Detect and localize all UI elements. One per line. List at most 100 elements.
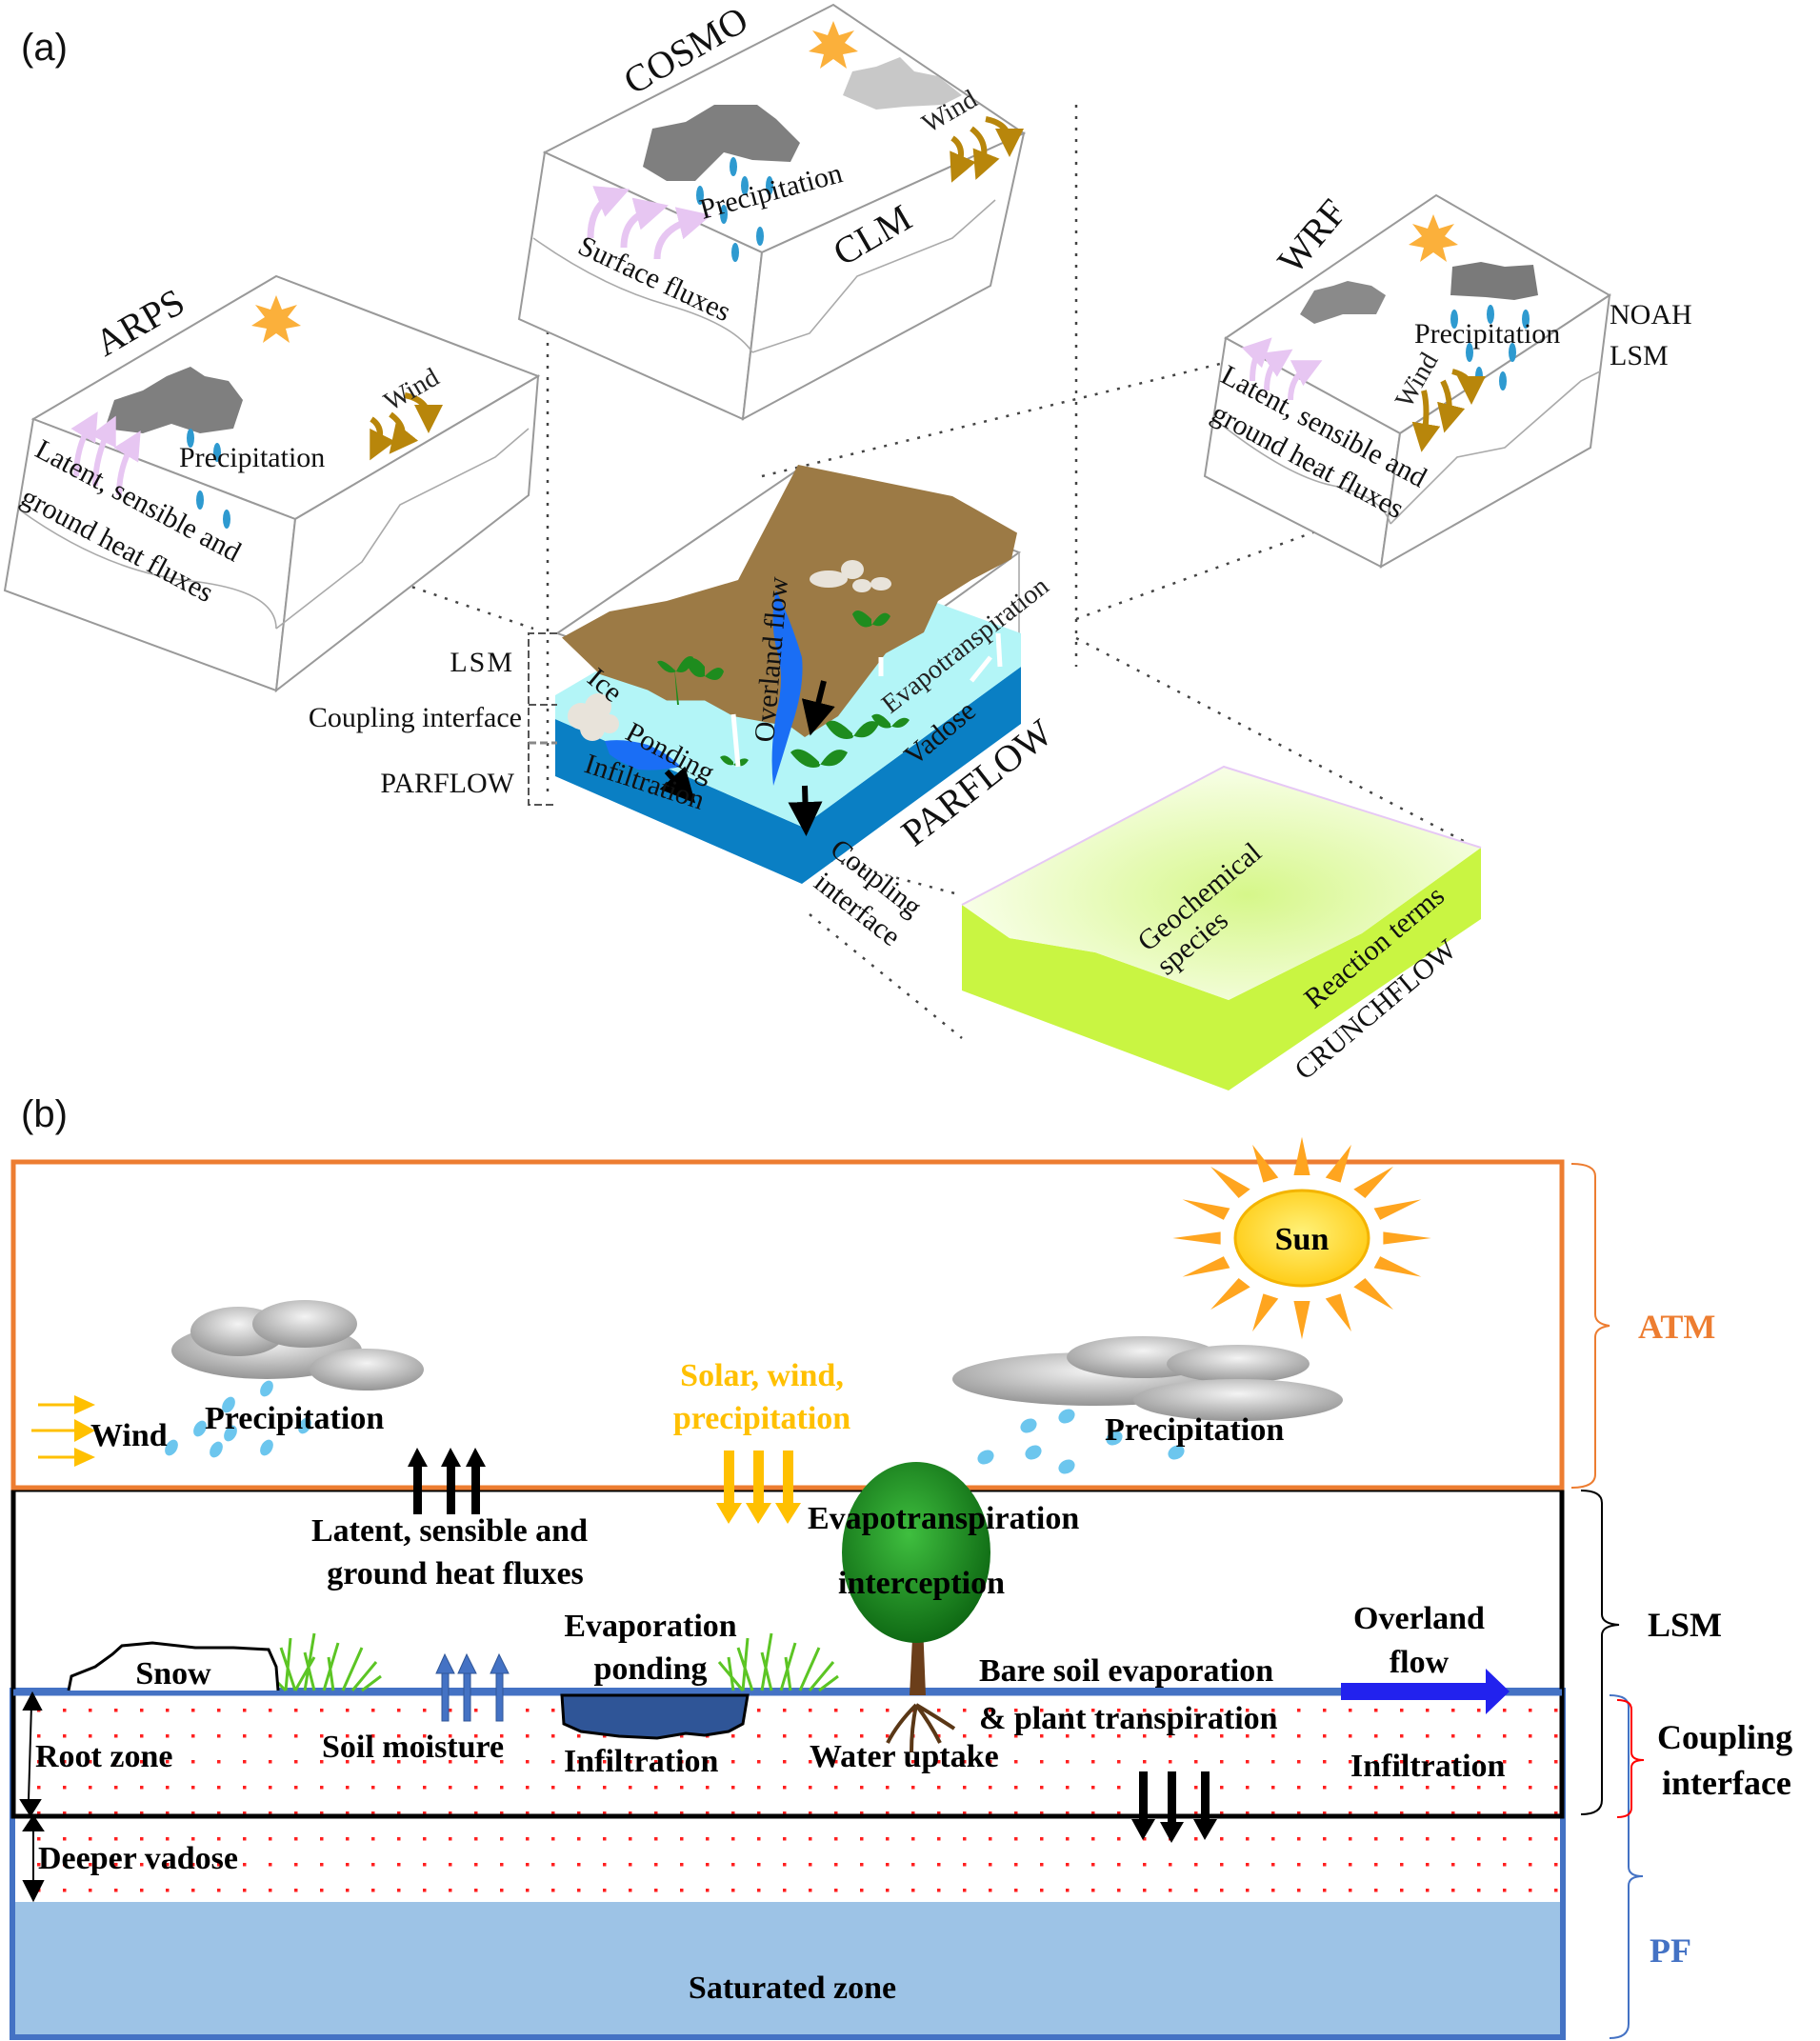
side-label-lsm: LSM	[450, 647, 514, 678]
coupling-label-1: Coupling	[1657, 1718, 1792, 1756]
sun-ray	[1353, 1166, 1393, 1199]
forcing-arrow-icons	[716, 1451, 801, 1524]
saturated-zone-label: Saturated zone	[689, 1971, 896, 2006]
sun-icon	[809, 21, 858, 69]
sun-ray	[1325, 1144, 1351, 1183]
soil-moisture-arrow-icons	[435, 1652, 510, 1722]
raindrop-icons	[696, 157, 773, 262]
raindrop-icons	[187, 429, 230, 529]
sun-ray	[1293, 1300, 1310, 1340]
sun-ray	[1373, 1199, 1422, 1220]
wind-arrow-icons	[950, 116, 1024, 183]
precip-left-label: Precipitation	[205, 1401, 384, 1436]
overland-label-1: Overland	[1353, 1601, 1485, 1636]
cloud-icon	[105, 367, 243, 433]
flux-arrow-icons	[1241, 337, 1323, 401]
wrf-block: WRF NOAH LSM Wind Precipitation Latent, …	[1203, 190, 1692, 569]
root-zone-arrow-icon	[19, 1691, 43, 1817]
cloud-icon	[843, 57, 962, 110]
wrf-land-label-2: LSM	[1610, 340, 1669, 371]
sun-ray	[1353, 1277, 1393, 1311]
interception-label: interception	[838, 1566, 1005, 1601]
sun-ray	[1383, 1231, 1431, 1245]
root-zone-label: Root zone	[35, 1739, 172, 1774]
ponding-icon	[560, 1693, 750, 1740]
cosmo-block: COSMO Wind Precipitation Surface fluxes …	[517, 0, 1027, 421]
ice-icon	[810, 560, 891, 592]
cloud-icon	[643, 105, 800, 181]
infiltration-arrow-icons	[659, 680, 835, 836]
lsm-label: LSM	[1648, 1606, 1722, 1644]
bare-soil-label-2: & plant transpiration	[979, 1701, 1278, 1736]
tree-icon	[842, 1462, 990, 1753]
forcing-label-1: Solar, wind,	[680, 1358, 844, 1393]
wind-arrow-icons	[370, 392, 443, 461]
soil-moisture-label: Soil moisture	[322, 1730, 504, 1765]
water-uptake-label: Water uptake	[810, 1739, 999, 1774]
infiltration-right-label: Infiltration	[1350, 1749, 1506, 1784]
overland-flow-icon	[771, 590, 803, 786]
grass-icon	[255, 1632, 839, 1692]
wrf-land-label-1: NOAH	[1610, 299, 1692, 330]
sun-ray	[1252, 1144, 1279, 1183]
arps-block: ARPS Wind Precipitation Latent, sensible…	[3, 274, 541, 693]
sun-ray	[1373, 1256, 1422, 1277]
evaporation-label-1: Evaporation	[564, 1609, 736, 1644]
side-label-coupling-interface: Coupling interface	[309, 702, 522, 733]
wind-arrow-icons	[31, 1395, 95, 1467]
parflow-block: Ice Ponding Infiltration Overland flow E…	[554, 465, 1060, 952]
wind-label: Wind	[90, 1418, 168, 1453]
side-label-parflow: PARFLOW	[380, 768, 514, 799]
heat-flux-arrow-icons	[408, 1448, 486, 1514]
pf-bracket	[1609, 1694, 1644, 2039]
fluxes-label-2: ground heat fluxes	[327, 1556, 584, 1591]
bare-soil-label-1: Bare soil evaporation	[979, 1653, 1273, 1689]
sun-ray	[1293, 1136, 1310, 1176]
sun-ray	[1252, 1293, 1279, 1332]
crunchflow-block: Geochemical species Reaction terms CRUNC…	[961, 765, 1482, 1091]
atm-bracket	[1570, 1163, 1610, 1489]
sun-icon	[1409, 214, 1458, 262]
ice-icon	[568, 693, 619, 741]
sun-icon	[251, 295, 301, 343]
arps-precip-label: Precipitation	[179, 442, 325, 473]
panel-a-label: (a)	[21, 27, 68, 69]
sun-ray	[1210, 1277, 1250, 1311]
sun-label: Sun	[1275, 1222, 1330, 1257]
deeper-vadose-label: Deeper vadose	[38, 1841, 238, 1876]
saturated-zone	[13, 1902, 1561, 2035]
lsm-bracket	[1580, 1490, 1620, 1815]
sun-ray	[1172, 1231, 1221, 1245]
infiltration-arrow-icons	[1131, 1771, 1217, 1843]
cloud-icon	[1450, 262, 1538, 300]
vadose-zone	[13, 1692, 1561, 1902]
wrf-precip-label: Precipitation	[1414, 318, 1560, 350]
atm-label: ATM	[1638, 1308, 1715, 1346]
plant-icons	[657, 610, 910, 768]
cloud-icon	[1300, 281, 1386, 324]
coupling-bracket	[1616, 1699, 1645, 1818]
raindrop-icons	[165, 1380, 1185, 1474]
coupling-label-2: interface	[1662, 1764, 1791, 1802]
infiltration-left-label: Infiltration	[564, 1744, 719, 1779]
cloud-icon	[171, 1300, 424, 1391]
sun-ray	[1182, 1256, 1230, 1277]
sun-ray	[1182, 1199, 1230, 1220]
evaporation-arrow-icons	[730, 632, 1003, 768]
flux-arrow-icons	[70, 411, 141, 496]
forcing-label-2: precipitation	[673, 1401, 850, 1436]
snow-label: Snow	[135, 1656, 211, 1691]
sun-ray	[1210, 1166, 1250, 1199]
panel-b-label: (b)	[21, 1093, 68, 1135]
pf-label: PF	[1650, 1931, 1691, 1970]
parflow-side-bracket: LSM Coupling interface PARFLOW	[309, 632, 557, 806]
sun-icon	[1172, 1136, 1431, 1340]
sun-ray	[1325, 1293, 1351, 1332]
overland-label-2: flow	[1390, 1645, 1450, 1680]
ponding-icon	[605, 740, 681, 770]
evaporation-label-2: ponding	[593, 1651, 707, 1687]
wind-arrow-icons	[1411, 369, 1486, 452]
snow-icon	[67, 1641, 280, 1691]
